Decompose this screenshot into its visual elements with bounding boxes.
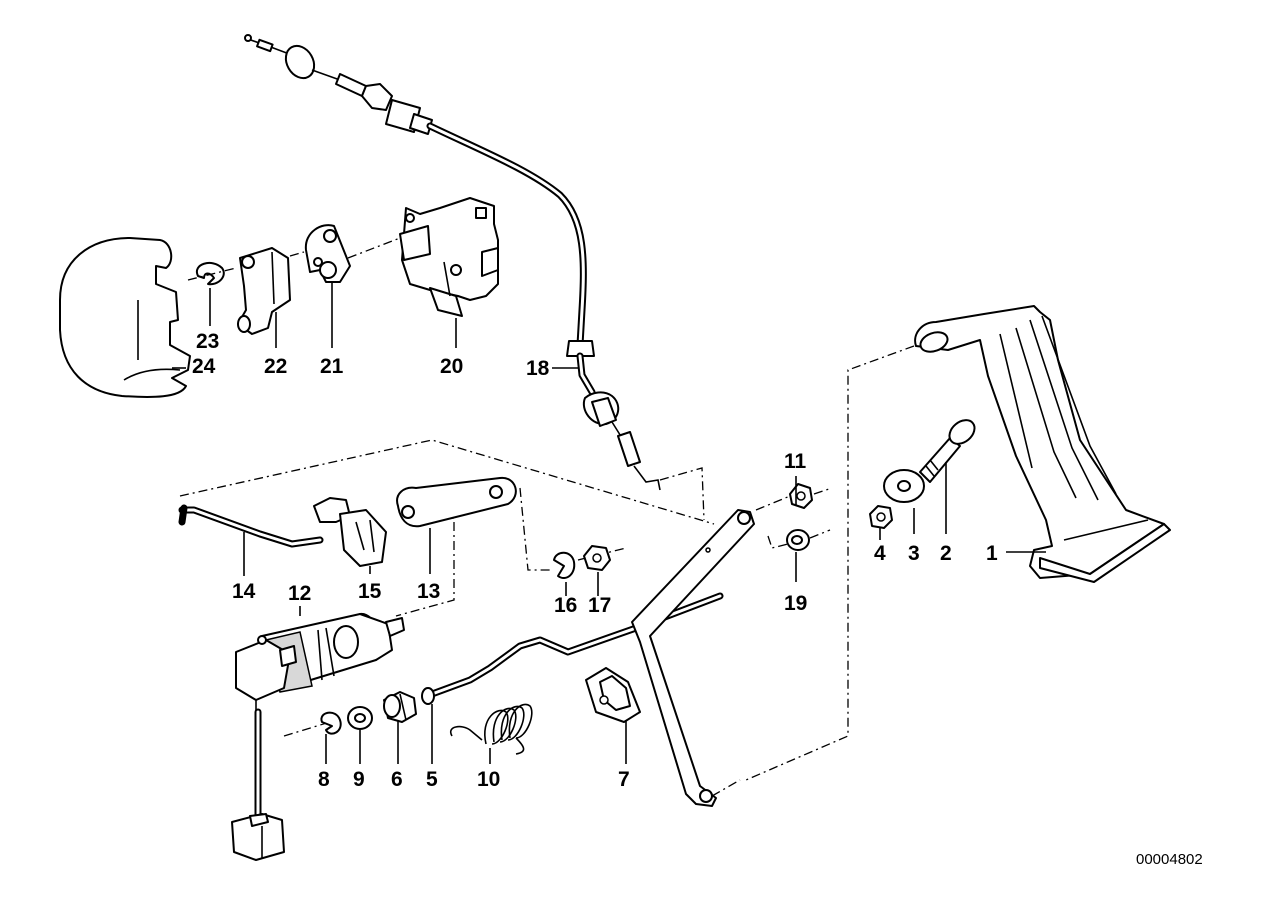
part-label-10: 10 [477,768,500,791]
accelerator-cable [244,34,705,521]
pedal-cover [59,237,191,398]
part-labels: 1 2 3 4 5 6 7 8 9 10 11 12 13 14 15 16 1… [192,330,1203,868]
part-label-11: 11 [784,450,807,473]
pad-7 [585,667,641,723]
bush-19 [767,529,831,551]
clip-15 [313,497,387,567]
part-label-9: 9 [353,768,365,791]
leader-lines [172,282,1046,764]
bush-6 [383,691,417,723]
rod-14 [178,504,324,548]
stop-screw-2 [919,419,976,483]
pedal-shaft-5 [421,509,755,807]
bracket-22 [187,247,305,335]
part-label-18: 18 [526,357,550,380]
nut-17 [583,545,611,571]
spring-10 [449,703,533,755]
part-label-23: 23 [196,330,219,353]
part-label-15: 15 [358,580,382,603]
mounting-bracket-20 [399,197,499,317]
pedal-1 [914,305,1171,583]
part-label-13: 13 [417,580,440,603]
part-label-6: 6 [391,768,403,791]
retaining-clip-23 [195,261,225,286]
part-label-7: 7 [618,768,630,791]
lever-21 [304,224,401,283]
part-label-4: 4 [874,542,886,565]
diagram-reference-number: 00004802 [1136,851,1203,868]
part-label-12: 12 [288,582,311,605]
nut-4 [869,505,893,529]
part-label-21: 21 [320,355,344,378]
part-label-8: 8 [318,768,330,791]
part-label-14: 14 [232,580,256,603]
part-label-16: 16 [554,594,577,617]
part-label-2: 2 [940,542,952,565]
washer-3 [883,469,925,503]
part-label-24: 24 [192,355,216,378]
clip-8 [320,711,342,735]
part-label-19: 19 [784,592,807,615]
assembly-lines [179,345,915,781]
washer-9 [347,706,373,730]
part-label-1: 1 [986,542,998,565]
switch-12 [231,613,405,861]
part-label-17: 17 [588,594,611,617]
part-label-3: 3 [908,542,920,565]
link-13 [396,476,517,528]
part-label-20: 20 [440,355,463,378]
washer-16 [553,551,576,580]
part-label-5: 5 [426,768,438,791]
part-label-22: 22 [264,355,287,378]
bush-11 [755,483,833,511]
